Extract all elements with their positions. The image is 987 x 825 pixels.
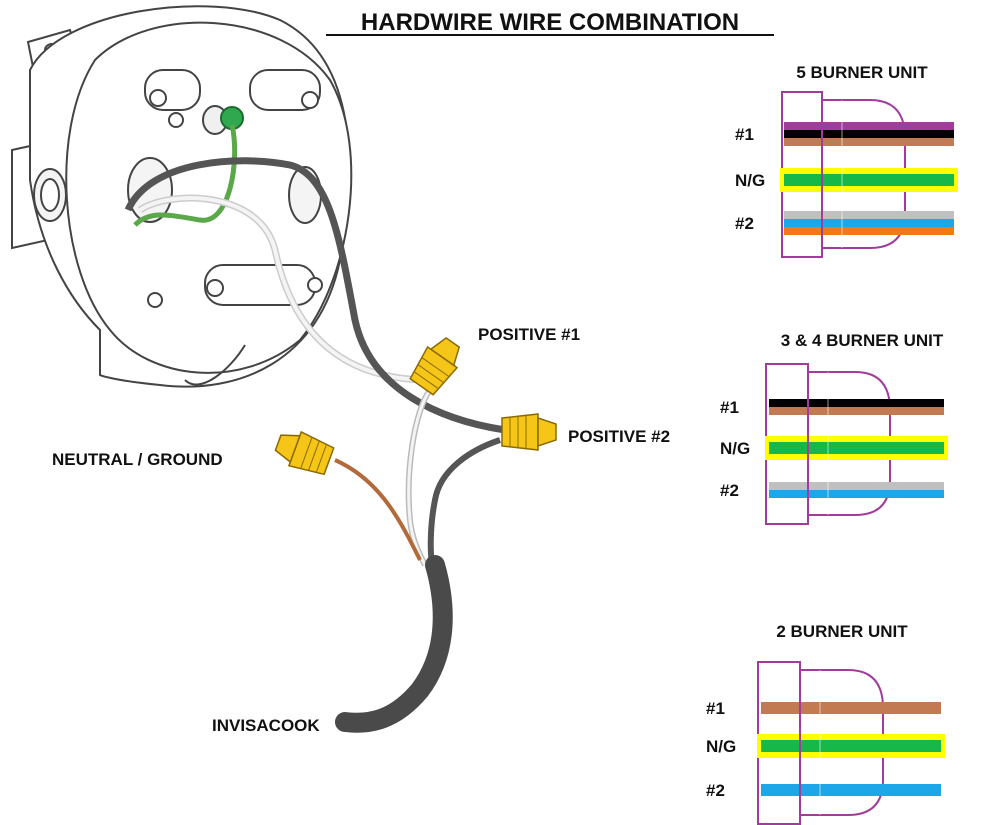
label-cable: INVISACOOK — [212, 716, 320, 735]
wire-band — [784, 227, 954, 235]
wire-band — [784, 138, 954, 146]
row-label: #2 — [735, 214, 754, 233]
label-positive-2: POSITIVE #2 — [568, 427, 670, 446]
wire-band — [761, 702, 941, 714]
invisacook-cable — [335, 555, 453, 733]
hot-wire-out — [427, 437, 501, 566]
wire-band — [784, 174, 954, 186]
wire-band — [761, 740, 941, 752]
label-positive-1: POSITIVE #1 — [478, 325, 580, 344]
white-wire-box-core — [138, 196, 431, 382]
ground-wire-out — [334, 458, 422, 561]
wire-nut-positive-2 — [501, 413, 557, 451]
unit-title: 3 & 4 BURNER UNIT — [781, 331, 944, 350]
burner-unit-panel: 3 & 4 BURNER UNIT #1N/G #2 — [720, 331, 948, 525]
row-label: #2 — [706, 781, 725, 800]
white-wire-out-core — [407, 389, 432, 566]
wire-band — [769, 399, 944, 407]
wire-band — [769, 490, 944, 498]
row-label: #1 — [706, 699, 725, 718]
label-neutral-ground: NEUTRAL / GROUND — [52, 450, 223, 469]
row-label: N/G — [735, 171, 765, 190]
ground-wire — [133, 124, 238, 227]
unit-title: 5 BURNER UNIT — [796, 63, 928, 82]
burner-unit-panels: 5 BURNER UNIT#1N/G#23 & 4 BURNER UNIT#1N… — [706, 63, 958, 825]
wire-band — [784, 219, 954, 227]
hot-wire-box — [124, 157, 506, 434]
wire-band — [784, 130, 954, 138]
burner-unit-panel: 5 BURNER UNIT #1N/G #2 — [735, 63, 958, 258]
wire-band — [784, 122, 954, 130]
wire-nut-neutral-ground — [274, 430, 335, 476]
diagram-title: HARDWIRE WIRE COMBINATION — [361, 9, 739, 36]
wire-nut-positive-1 — [409, 336, 461, 396]
unit-title: 2 BURNER UNIT — [776, 622, 908, 641]
row-label: #2 — [720, 481, 739, 500]
wire-band — [769, 442, 944, 454]
burner-unit-panel: 2 BURNER UNIT #1N/G #2 — [706, 622, 945, 825]
wire-band — [769, 482, 944, 490]
row-label: N/G — [720, 439, 750, 458]
row-label: #1 — [720, 398, 739, 417]
row-label: #1 — [735, 125, 754, 144]
wire-band — [784, 211, 954, 219]
wire-band — [769, 407, 944, 415]
wire-band — [761, 784, 941, 796]
row-label: N/G — [706, 737, 736, 756]
